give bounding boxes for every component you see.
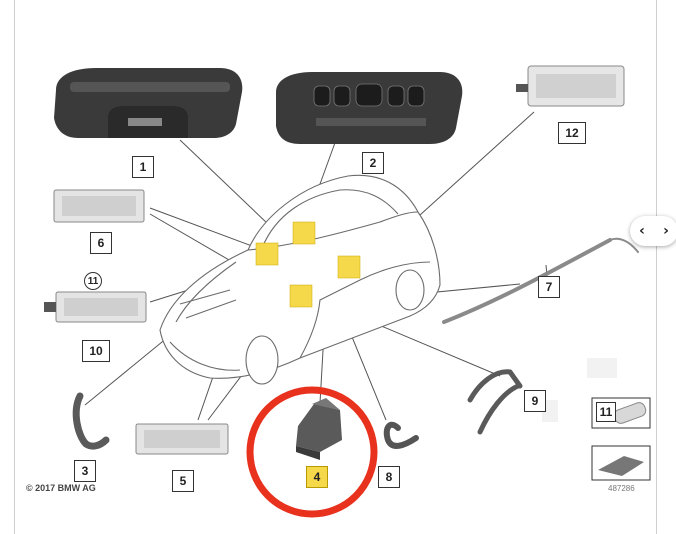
tool-icon [598, 456, 644, 476]
callout-4[interactable]: 4 [306, 466, 328, 488]
car-outline [159, 174, 441, 385]
placeholder-box-2 [542, 400, 558, 422]
callout-5[interactable]: 5 [172, 470, 194, 492]
callout-6[interactable]: 6 [90, 232, 112, 254]
part-11-fastener [613, 402, 647, 424]
part-8-clip [383, 421, 419, 449]
right-border-top [656, 0, 657, 216]
part-6-lamp [53, 189, 145, 223]
callout-12[interactable]: 12 [558, 122, 586, 144]
next-arrow-icon[interactable]: › [663, 223, 669, 239]
callout-9[interactable]: 9 [524, 390, 546, 412]
red-circle-highlight [246, 386, 378, 518]
highlight-markers [255, 221, 361, 308]
image-pager: ‹ › [630, 216, 676, 246]
prev-arrow-icon[interactable]: ‹ [639, 223, 645, 239]
callout-10[interactable]: 10 [82, 340, 110, 362]
placeholder-box [587, 358, 617, 378]
part-12-lamp [516, 65, 625, 107]
part-7-light-guide [442, 237, 639, 324]
part-9-cable [467, 369, 523, 435]
callout-8[interactable]: 8 [378, 466, 400, 488]
copyright-text: © 2017 BMW AG [26, 483, 96, 493]
callout-7[interactable]: 7 [538, 276, 560, 298]
part-2-switch-panel [276, 72, 463, 144]
callout-3[interactable]: 3 [74, 460, 96, 482]
part-3-bracket [72, 392, 110, 450]
right-border-bottom [656, 246, 657, 534]
part-11-box [591, 397, 651, 429]
part-4-component [296, 398, 342, 460]
part-10-lamp [44, 291, 147, 323]
figure-id: 487286 [608, 484, 635, 493]
part-1-interior-light [54, 68, 243, 138]
callout-11-ref[interactable]: 11 [84, 272, 102, 290]
callout-2[interactable]: 2 [362, 152, 384, 174]
tool-box [591, 445, 651, 481]
left-border [14, 0, 15, 534]
callout-11[interactable]: 11 [596, 402, 616, 422]
part-5-lamp [135, 423, 229, 455]
callout-1[interactable]: 1 [132, 156, 154, 178]
